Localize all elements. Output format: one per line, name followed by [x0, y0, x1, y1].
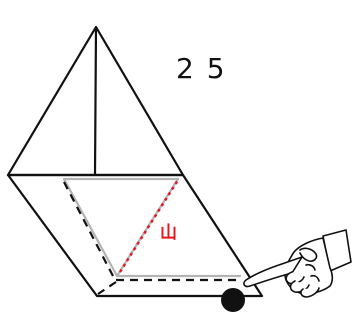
upper-triangle-center-line [93, 26, 98, 176]
inner-creases [62, 177, 242, 278]
step-number: 2 5 [176, 52, 227, 85]
valley-fold-lines [63, 181, 238, 295]
hand-thumb [299, 247, 318, 262]
upper-triangle-flap [6, 25, 185, 177]
hand-finger-three [300, 287, 320, 298]
hand-index-finger [243, 256, 303, 288]
lower-parallelogram [6, 173, 264, 312]
parallelogram-outline [6, 173, 264, 298]
hand-finger-one [285, 271, 305, 285]
hand-detail-1 [305, 263, 316, 271]
valley-fold-left [63, 181, 114, 277]
hand-detail-2 [310, 274, 320, 282]
filled-circle-marker [221, 288, 245, 312]
valley-fold-corner [97, 281, 117, 295]
crease-left-edge [62, 177, 119, 278]
pointing-hand-icon [243, 229, 352, 298]
mountain-fold-label: 山 [160, 223, 177, 243]
mountain-fold-line [118, 179, 180, 273]
